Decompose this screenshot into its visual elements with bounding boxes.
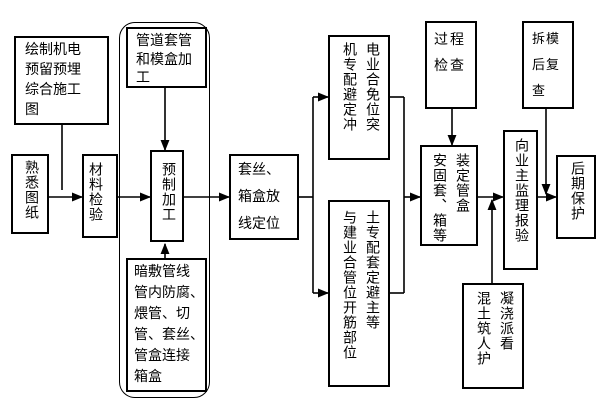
node-pipe-sleeve-line1: 管道套管: [136, 33, 192, 49]
node-concealed-conduit: 暗敷管线 管内防腐、 煨管、切 管、套丝、 管盒连接 箱盒: [126, 258, 207, 392]
node-process-inspection-line1: 过程检查: [434, 32, 466, 74]
node-familiarize-drawings: 熟悉图纸: [11, 154, 49, 234]
node-draw-composite-plan-line3: 综合施工: [25, 82, 81, 98]
node-concealed-line3: 煨管、切: [134, 306, 190, 322]
node-report-supervisor-text: 向业主监理报验: [513, 138, 529, 243]
node-concealed-line1: 暗敷管线: [134, 264, 190, 280]
node-concealed-line2: 管内防腐、: [134, 285, 204, 301]
node-material-inspection-text: 材料检验: [87, 162, 103, 222]
node-civil-coordination: 土专配套定避主等 与建业合管位开筋部位: [328, 200, 390, 387]
node-draw-composite-plan-line2: 预留预埋: [25, 62, 81, 78]
node-mep-coordination-col1: 电业合免位突: [364, 42, 380, 132]
node-install-fix-col1: 装定管盒: [454, 153, 470, 213]
node-install-fix-sleeves: 装定管盒 安固套、箱等: [420, 145, 478, 246]
prefab-group-outline: [119, 22, 210, 398]
node-process-inspection: 过程检查: [425, 21, 477, 109]
node-concrete-guard: 凝浇派看 混土筑人护: [462, 283, 524, 389]
node-install-fix-col2: 安固套、箱等: [431, 153, 447, 243]
node-material-inspection: 材料检验: [82, 154, 118, 238]
node-pipe-sleeve-line3: 工: [136, 70, 150, 86]
node-draw-composite-plan-line1: 绘制机电: [25, 42, 81, 58]
node-concealed-line4: 管、套丝、: [134, 327, 204, 343]
node-mep-coordination: 电业合免位突 机专配避定冲: [328, 35, 390, 160]
node-familiarize-drawings-text: 熟悉图纸: [23, 160, 39, 220]
node-prefabrication-text: 预制加工: [160, 162, 176, 222]
node-concealed-line6: 箱盒: [134, 369, 162, 385]
node-threading-line1: 套丝、: [238, 162, 280, 178]
node-recheck-text: 拆模后复查: [532, 32, 561, 99]
node-later-protection-text: 后期保护: [569, 161, 585, 221]
node-concealed-line5: 管盒连接: [134, 348, 190, 364]
node-draw-composite-plan: 绘制机电 预留预埋 综合施工 图: [14, 36, 109, 125]
node-threading-line2: 箱盒放: [238, 189, 280, 205]
node-prefabrication: 预制加工: [150, 150, 184, 242]
node-threading-positioning: 套丝、 箱盒放 线定位: [229, 154, 299, 240]
node-recheck-after-formwork: 拆模后复查: [522, 21, 574, 109]
node-later-protection: 后期保护: [556, 155, 596, 239]
node-report-supervisor: 向业主监理报验: [503, 130, 538, 270]
node-threading-line3: 线定位: [238, 216, 280, 232]
node-concrete-guard-col2: 混土筑人护: [475, 291, 491, 366]
node-civil-coordination-col1: 土专配套定避主等: [364, 210, 380, 330]
node-pipe-sleeve-processing: 管道套管 和模盒加 工: [126, 27, 207, 88]
node-pipe-sleeve-line2: 和模盒加: [136, 52, 192, 68]
node-civil-coordination-col2: 与建业合管位开筋部位: [341, 210, 357, 360]
node-draw-composite-plan-line4: 图: [25, 102, 39, 118]
node-mep-coordination-col2: 机专配避定冲: [341, 42, 357, 132]
node-concrete-guard-col1: 凝浇派看: [498, 291, 514, 351]
